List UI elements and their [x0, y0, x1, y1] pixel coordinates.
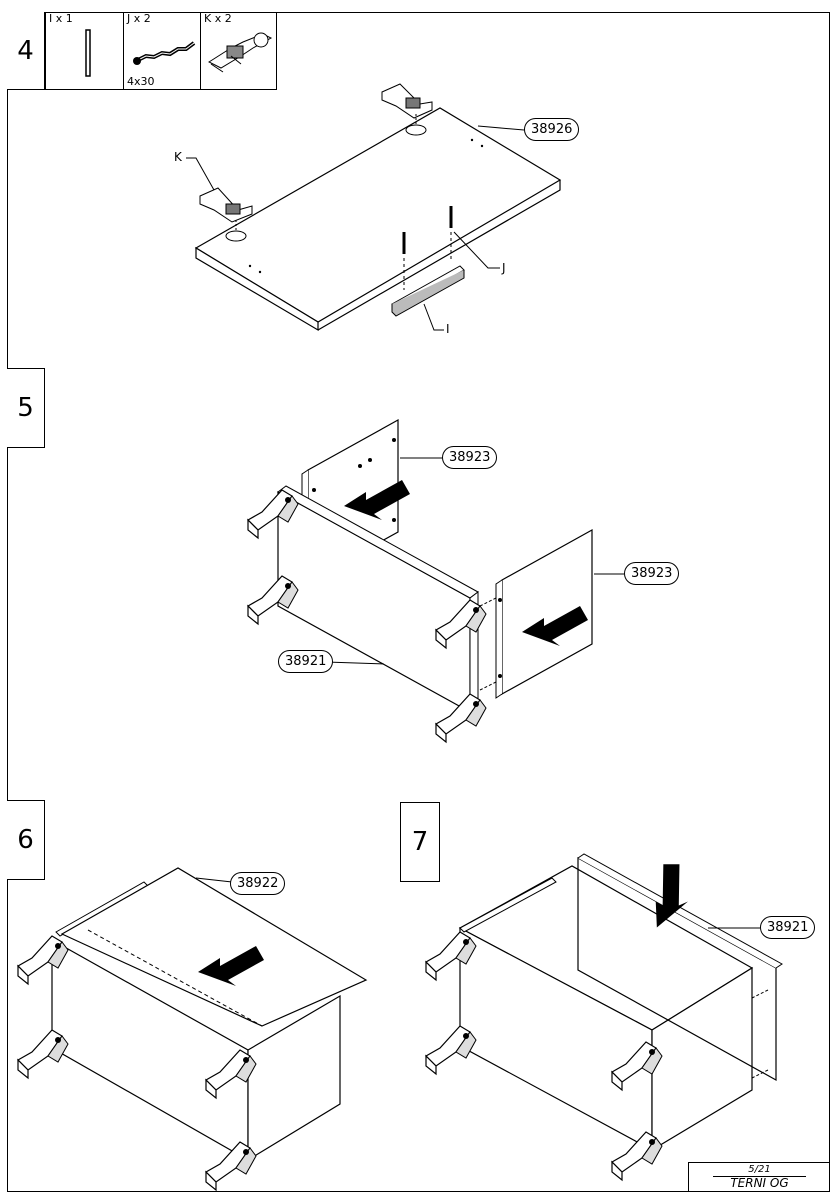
part-label: I x 1	[49, 12, 73, 25]
step6-drawing	[17, 867, 368, 1191]
page-frame	[7, 12, 830, 1192]
step7-drawing	[425, 853, 783, 1181]
callout-38921-step7: 38921	[760, 916, 816, 939]
hinge-k-right	[381, 83, 433, 126]
step-number-5: 5	[7, 368, 45, 448]
step-number-6: 6	[7, 800, 45, 880]
part-label: K x 2	[204, 12, 232, 25]
screws-j	[402, 206, 453, 290]
callout-38923-top: 38923	[442, 446, 498, 469]
label-k: K	[174, 150, 182, 164]
step-number-7: 7	[400, 802, 440, 882]
label-i: I	[446, 322, 450, 336]
screw-icon	[133, 41, 196, 65]
rail-icon	[85, 29, 91, 77]
callout-38922: 38922	[230, 872, 286, 895]
label-j: J	[502, 261, 506, 275]
callout-38926: 38926	[524, 118, 580, 141]
step4-drawing	[186, 83, 562, 332]
callout-38921-step5: 38921	[278, 650, 334, 673]
step-number-4: 4	[7, 12, 45, 90]
part-cell-i: I x 1	[45, 12, 123, 89]
page-footer: 5/21 TERNI OG	[688, 1162, 830, 1192]
hinge-k-left	[199, 187, 253, 232]
callout-38923-right: 38923	[624, 562, 680, 585]
parts-table: I x 1 J x 2 4x30 K x 2	[7, 12, 277, 90]
model-name: TERNI OG	[730, 1176, 789, 1190]
part-cell-j: J x 2 4x30	[123, 12, 201, 89]
part-size: 4x30	[127, 75, 155, 88]
part-label: J x 2	[127, 12, 151, 25]
part-cell-k: K x 2	[200, 12, 277, 89]
hinge-icon	[207, 32, 273, 73]
step5-drawing	[247, 418, 624, 743]
page-number: 5/21	[713, 1163, 806, 1177]
